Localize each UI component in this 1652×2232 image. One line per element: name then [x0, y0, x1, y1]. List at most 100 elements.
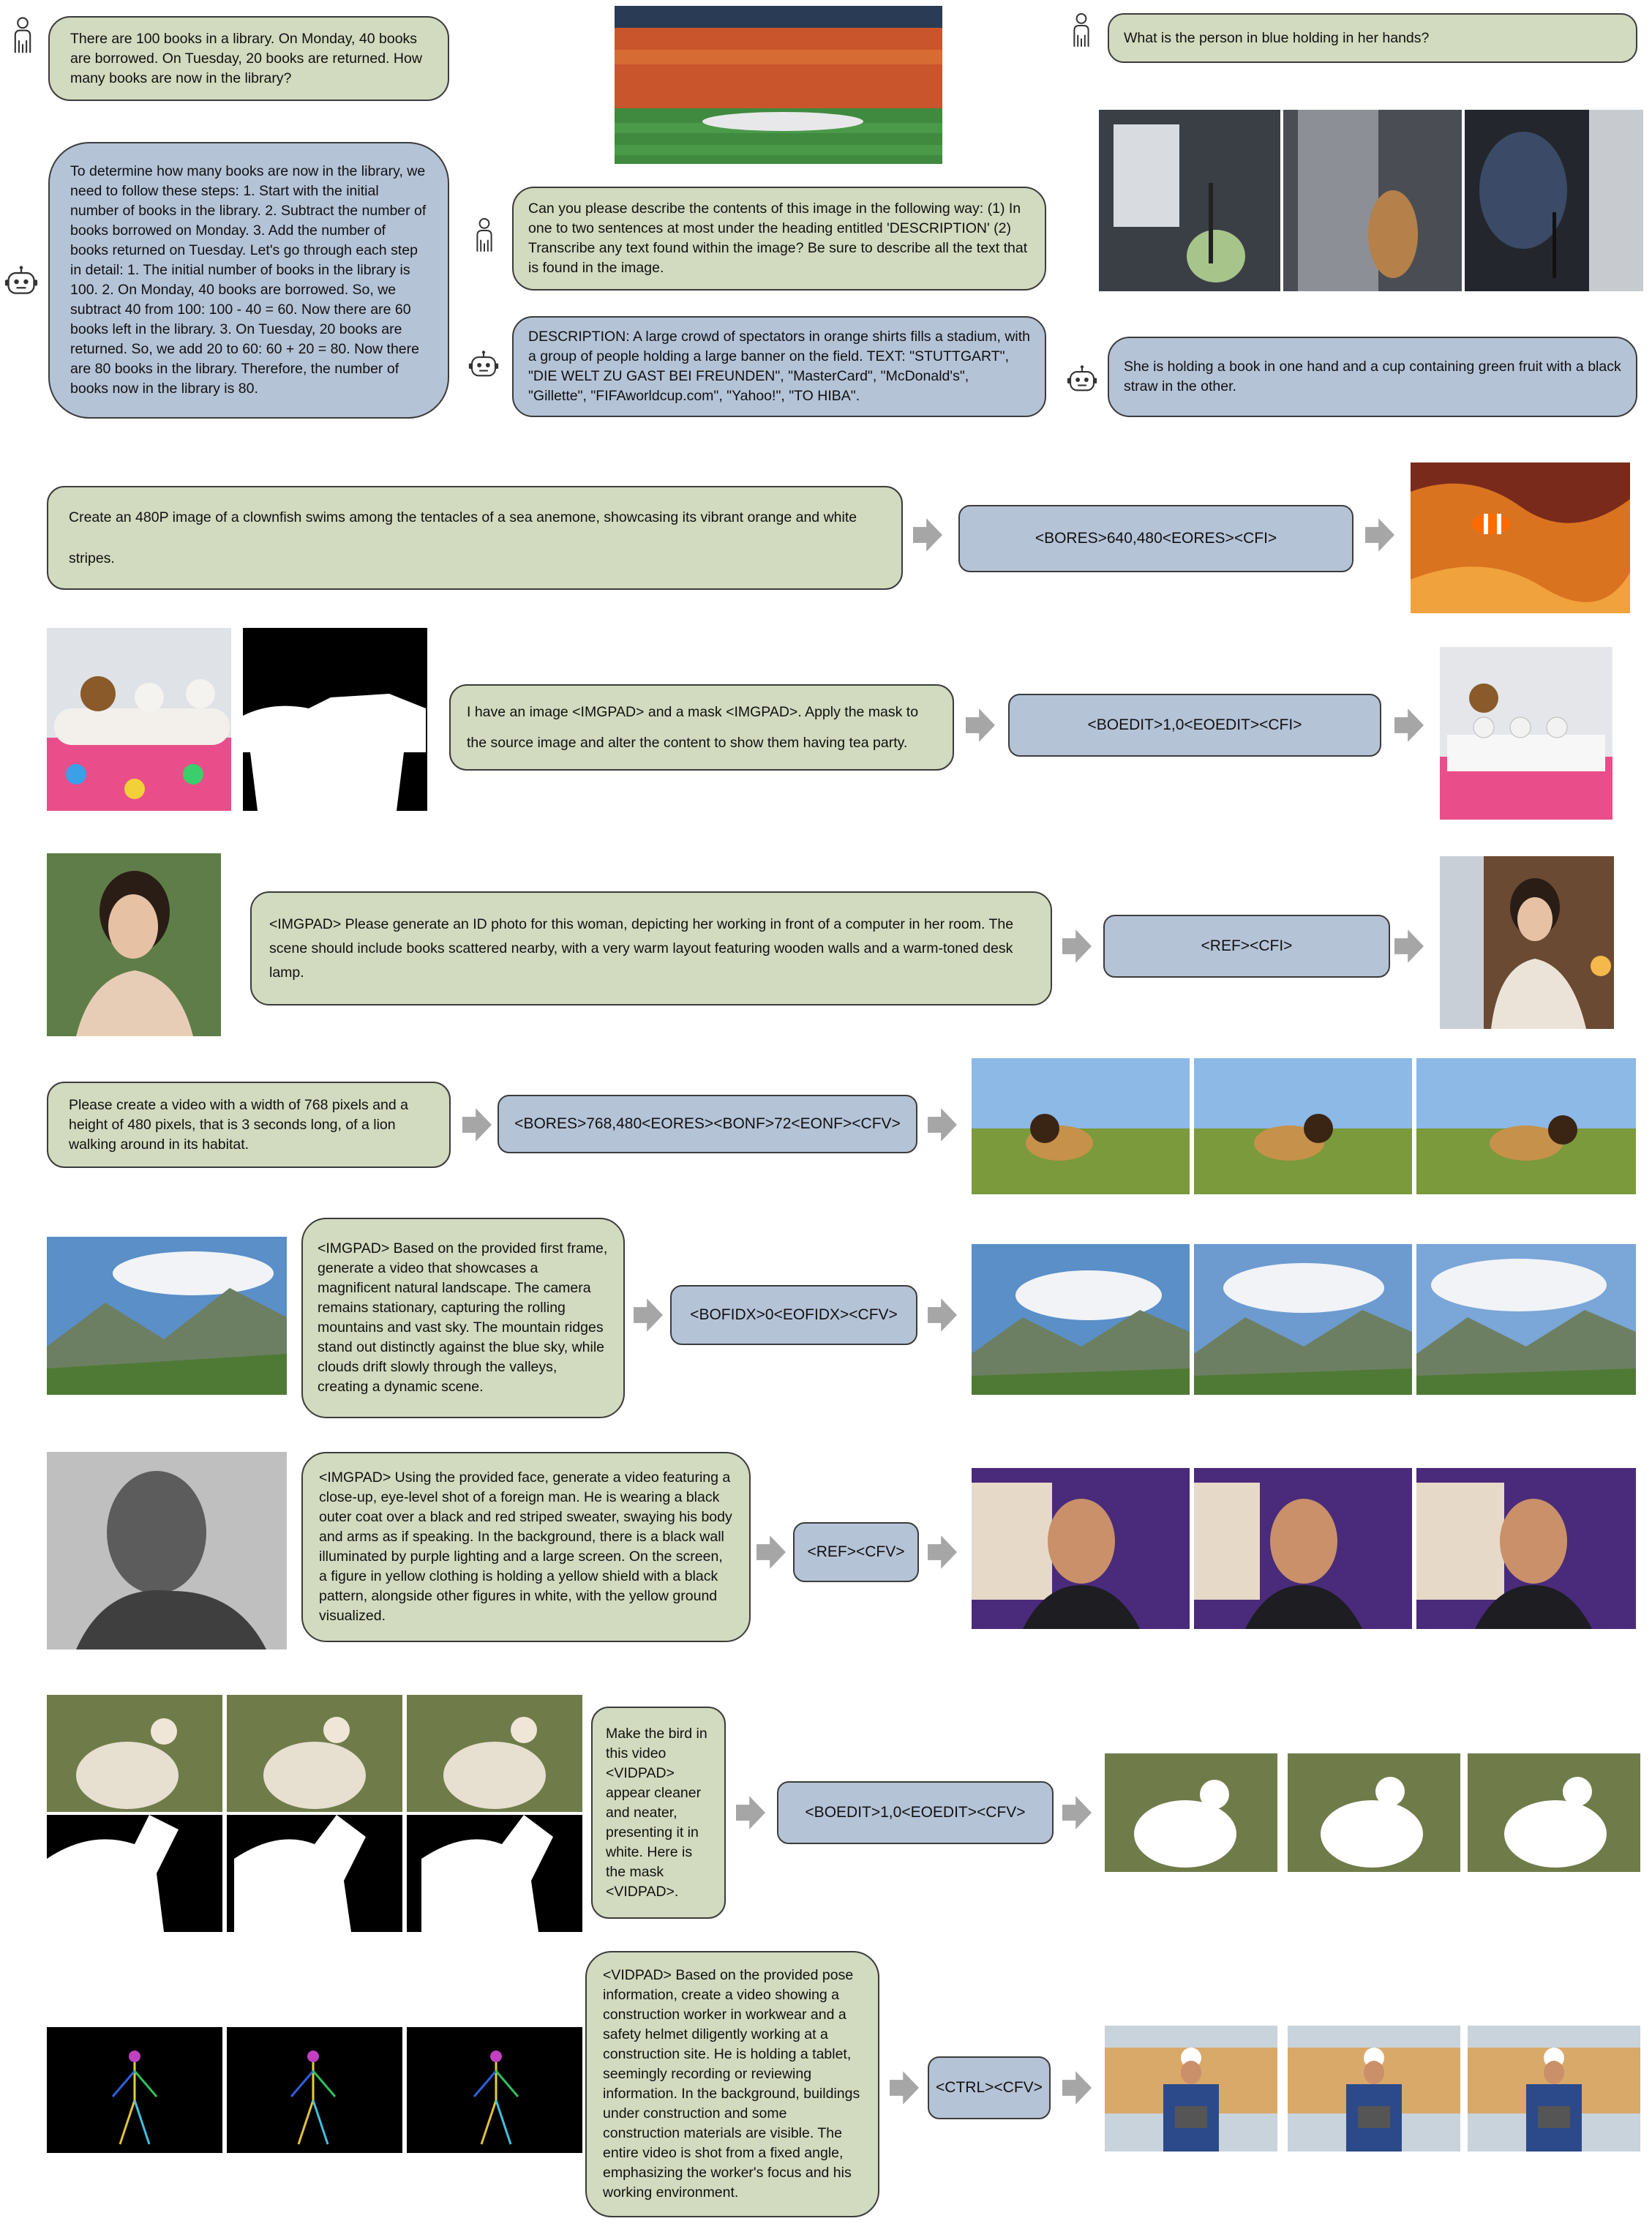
idphoto-token-box: <REF><CFI> [1103, 915, 1390, 978]
construction-output-frame-1 [1105, 2026, 1277, 2152]
lion-token-box: <BORES>768,480<EORES><BONF>72<EONF><CFV> [498, 1095, 917, 1153]
arrow-icon [756, 1535, 786, 1569]
face-output-frame-3 [1416, 1468, 1636, 1629]
blue-answer-text: She is holding a book in one hand and a … [1124, 359, 1626, 394]
arrow-icon [1062, 929, 1092, 963]
robot-icon [4, 265, 38, 299]
stadium-question-text: Can you please describe the contents of … [528, 201, 1032, 276]
face-token-box: <REF><CFV> [793, 1522, 919, 1582]
clownfish-prompt-text: Create an 480P image of a clownfish swim… [69, 509, 861, 566]
lion-output-frame-1 [972, 1058, 1190, 1194]
idphoto-prompt-text: <IMGPAD> Please generate an ID photo for… [269, 915, 1018, 981]
stadium-answer-bubble: DESCRIPTION: A large crowd of spectators… [512, 316, 1046, 417]
landscape-first-frame [47, 1237, 287, 1395]
teaparty-token-box: <BOEDIT>1,0<EOEDIT><CFI> [1008, 694, 1381, 757]
stadium-image [615, 6, 942, 164]
arrow-icon [928, 1298, 957, 1332]
clownfish-token-text: <BORES>640,480<EORES><CFI> [1035, 530, 1277, 547]
arrow-icon [462, 1108, 492, 1142]
landscape-prompt-text: <IMGPAD> Based on the provided first fra… [318, 1240, 612, 1395]
bird-source-frame-1 [47, 1695, 222, 1812]
face-output-frame-1 [972, 1468, 1190, 1629]
pose-control-frame-3 [407, 2027, 582, 2153]
bird-output-frame-1 [1105, 1753, 1277, 1872]
teaparty-output-image [1440, 647, 1612, 820]
arrow-icon [928, 1108, 957, 1142]
face-token-text: <REF><CFV> [807, 1543, 905, 1560]
pose-prompt-text: <VIDPAD> Based on the provided pose info… [603, 1967, 864, 2201]
user-icon [10, 16, 35, 57]
lion-output-frame-2 [1194, 1058, 1412, 1194]
pose-control-frame-1 [47, 2027, 222, 2153]
user-icon [1070, 12, 1093, 51]
arrow-icon [1062, 1796, 1092, 1830]
face-prompt-bubble: <IMGPAD> Using the provided face, genera… [301, 1452, 751, 1642]
landscape-output-frame-1 [972, 1244, 1190, 1395]
construction-output-frame-2 [1288, 2026, 1460, 2152]
books-answer-text: To determine how many books are now in t… [70, 163, 430, 397]
landscape-output-frame-2 [1194, 1244, 1412, 1395]
stadium-answer-text: DESCRIPTION: A large crowd of spectators… [528, 329, 1035, 404]
arrow-icon [1062, 2071, 1092, 2105]
bird-output-frame-3 [1468, 1753, 1640, 1872]
arrow-icon [1365, 518, 1394, 552]
bird-token-box: <BOEDIT>1,0<EOEDIT><CFV> [777, 1781, 1054, 1844]
toys-source-image [47, 628, 231, 811]
lion-token-text: <BORES>768,480<EORES><BONF>72<EONF><CFV> [514, 1115, 901, 1132]
bird-source-frame-2 [227, 1695, 402, 1812]
stadium-question-bubble: Can you please describe the contents of … [512, 187, 1046, 291]
lion-output-frame-3 [1416, 1058, 1636, 1194]
pose-prompt-bubble: <VIDPAD> Based on the provided pose info… [585, 1951, 879, 2217]
bird-source-frame-3 [407, 1695, 582, 1812]
books-question-bubble: There are 100 books in a library. On Mon… [48, 16, 449, 101]
pose-token-box: <CTRL><CFV> [928, 2056, 1051, 2119]
blue-question-bubble: What is the person in blue holding in he… [1108, 13, 1637, 63]
landscape-output-frame-3 [1416, 1244, 1636, 1395]
clownfish-prompt-bubble: Create an 480P image of a clownfish swim… [47, 486, 903, 590]
bird-token-text: <BOEDIT>1,0<EOEDIT><CFV> [805, 1804, 1026, 1821]
blue-answer-bubble: She is holding a book in one hand and a … [1108, 337, 1637, 417]
person-in-blue-frame-2 [1283, 110, 1462, 291]
landscape-token-text: <BOFIDX>0<EOFIDX><CFV> [690, 1306, 898, 1323]
bird-output-frame-2 [1288, 1753, 1460, 1872]
woman-reference-image [47, 853, 221, 1036]
lion-prompt-bubble: Please create a video with a width of 76… [47, 1082, 451, 1168]
face-prompt-text: <IMGPAD> Using the provided face, genera… [319, 1469, 737, 1624]
arrow-icon [928, 1535, 957, 1569]
bird-mask-frame-1 [47, 1815, 222, 1932]
robot-icon [1067, 364, 1097, 395]
person-in-blue-frame-1 [1099, 110, 1280, 291]
idphoto-prompt-bubble: <IMGPAD> Please generate an ID photo for… [250, 891, 1052, 1005]
toys-mask-image [243, 628, 427, 811]
pose-control-frame-2 [227, 2027, 402, 2153]
landscape-token-box: <BOFIDX>0<EOFIDX><CFV> [670, 1285, 917, 1345]
idphoto-output-image [1440, 856, 1614, 1029]
lion-prompt-text: Please create a video with a width of 76… [69, 1096, 413, 1153]
robot-icon [468, 350, 499, 381]
bird-prompt-bubble: Make the bird in this video <VIDPAD> app… [591, 1707, 726, 1919]
arrow-icon [1394, 708, 1424, 742]
arrow-icon [966, 708, 995, 742]
idphoto-token-text: <REF><CFI> [1201, 937, 1293, 954]
user-icon [473, 217, 496, 256]
arrow-icon [913, 518, 942, 552]
arrow-icon [890, 2071, 919, 2105]
arrow-icon [1394, 929, 1424, 963]
teaparty-prompt-text: I have an image <IMGPAD> and a mask <IMG… [467, 704, 923, 751]
teaparty-prompt-bubble: I have an image <IMGPAD> and a mask <IMG… [449, 684, 954, 771]
person-in-blue-frame-3 [1465, 110, 1643, 291]
construction-output-frame-3 [1468, 2026, 1640, 2152]
face-output-frame-2 [1194, 1468, 1412, 1629]
bird-prompt-text: Make the bird in this video <VIDPAD> app… [606, 1725, 712, 1900]
landscape-prompt-bubble: <IMGPAD> Based on the provided first fra… [301, 1218, 625, 1418]
arrow-icon [736, 1796, 765, 1830]
clownfish-token-box: <BORES>640,480<EORES><CFI> [958, 505, 1353, 572]
blue-question-text: What is the person in blue holding in he… [1124, 29, 1430, 46]
arrow-icon [634, 1298, 663, 1332]
books-answer-bubble: To determine how many books are now in t… [48, 142, 449, 419]
pose-token-text: <CTRL><CFV> [936, 2079, 1043, 2096]
clownfish-output-image [1411, 462, 1630, 613]
bird-mask-frame-3 [407, 1815, 582, 1932]
man-face-reference-image [47, 1452, 287, 1649]
teaparty-token-text: <BOEDIT>1,0<EOEDIT><CFI> [1087, 716, 1302, 733]
